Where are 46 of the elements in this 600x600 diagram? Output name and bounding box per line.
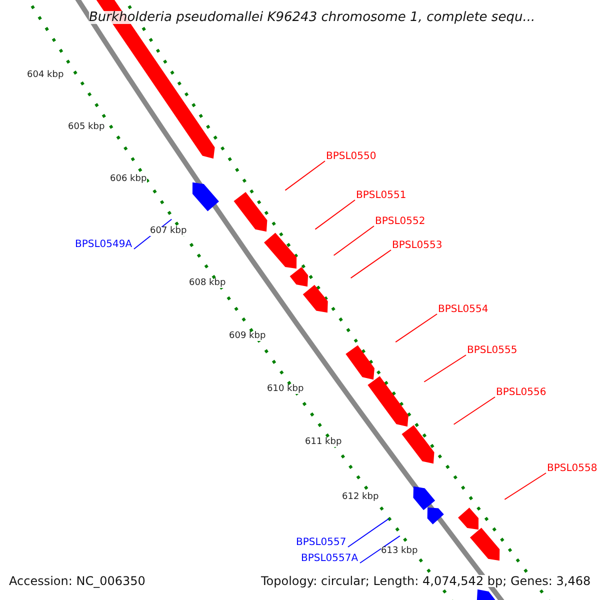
scale-label: 608 kbp [189, 279, 226, 288]
gene-label: BPSL0558 [547, 464, 598, 474]
genome-summary: Topology: circular; Length: 4,074,542 bp; Genes: 3,468 [261, 575, 591, 587]
gene-feature [346, 345, 374, 380]
leader-line [504, 472, 546, 500]
gene-feature [427, 507, 444, 524]
scale-label: 610 kbp [267, 385, 304, 394]
scale-label: 613 kbp [381, 547, 418, 556]
leader-line [284, 160, 326, 191]
gene-label: BPSL0555 [467, 346, 518, 356]
gene-feature [192, 182, 219, 212]
scale-label: 606 kbp [110, 175, 147, 184]
scale-label: 604 kbp [27, 71, 64, 80]
gene-feature [290, 266, 308, 287]
gene-feature [413, 486, 436, 510]
gene-feature [234, 192, 268, 232]
gene-label: BPSL0550 [326, 152, 376, 162]
leader-line [314, 200, 356, 230]
scale-label: 611 kbp [305, 438, 342, 447]
leader-line [424, 354, 466, 382]
leader-line [395, 314, 438, 343]
scale-label: 607 kbp [150, 227, 187, 236]
gene-label: BPSL0549A [75, 240, 132, 250]
accession-text: Accession: NC_006350 [9, 575, 146, 587]
leader-line [453, 396, 496, 425]
leader-line [333, 226, 374, 256]
gene-feature [368, 376, 408, 427]
gene-feature [264, 232, 297, 269]
scale-label: 609 kbp [229, 332, 266, 341]
gene-feature [402, 425, 434, 464]
leader-line [360, 535, 400, 564]
gene-feature [470, 528, 500, 561]
title: Burkholderia pseudomallei K96243 chromosome 1, complete sequ... [89, 11, 536, 24]
gene-label: BPSL0551 [356, 191, 406, 201]
gene-label: BPSL0557A [301, 554, 358, 564]
gene-feature [458, 508, 478, 530]
gene-label: BPSL0552 [375, 217, 426, 227]
leader-line [350, 250, 392, 279]
leader-line [348, 518, 390, 548]
gene-label: BPSL0557 [296, 538, 346, 548]
gene-label: BPSL0554 [438, 305, 488, 315]
gene-feature [302, 284, 328, 313]
scale-label: 605 kbp [68, 123, 105, 132]
gene-label: BPSL0553 [392, 241, 442, 251]
scale-label: 612 kbp [342, 493, 379, 502]
gene-label: BPSL0556 [496, 388, 546, 398]
